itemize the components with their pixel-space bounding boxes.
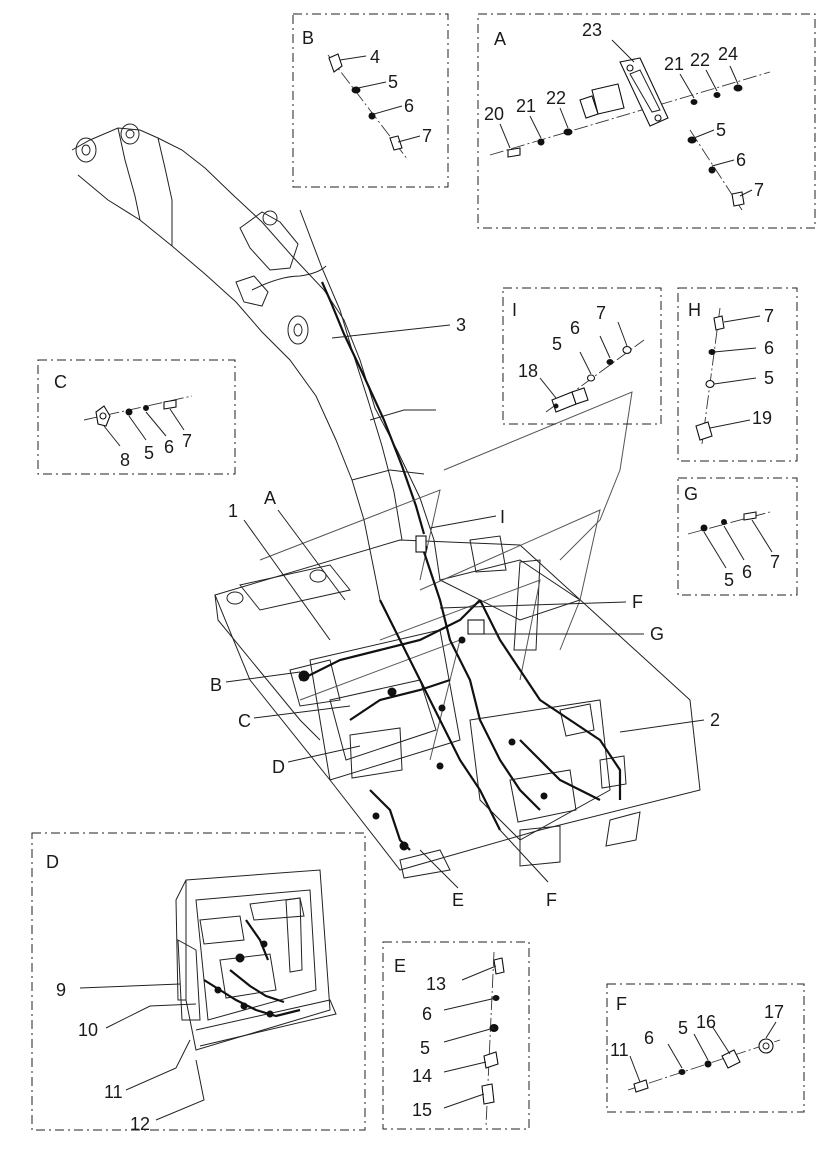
bolt-icon — [713, 315, 725, 331]
callout-D-11: 11 — [104, 1082, 123, 1102]
callout-B: B — [210, 675, 222, 695]
bolt-icon — [633, 1079, 649, 1093]
washer-icon — [143, 405, 149, 411]
callout-B-7: 7 — [422, 126, 432, 146]
detail-title-B: B — [302, 28, 314, 48]
callout-D-12: 12 — [130, 1114, 150, 1134]
callout-C-6: 6 — [164, 437, 174, 457]
callout-A-22-right: 22 — [690, 50, 710, 70]
callout-3: 3 — [456, 315, 466, 335]
detail-view-C: C 8 5 6 7 — [37, 359, 236, 475]
callout-D-10: 10 — [78, 1020, 98, 1040]
callout-I-5: 5 — [552, 334, 562, 354]
callout-C: C — [238, 711, 251, 731]
callout-E-15: 15 — [412, 1100, 432, 1120]
callout-H-5: 5 — [764, 368, 774, 388]
washer-icon — [125, 408, 133, 416]
detail-title-A: A — [494, 29, 506, 49]
callout-C-8: 8 — [120, 450, 130, 470]
callout-C-5: 5 — [144, 443, 154, 463]
clamp-icon — [483, 1051, 499, 1069]
detail-view-D: D 9 10 11 12 — [31, 832, 366, 1134]
bolt-icon — [731, 191, 745, 207]
bracket-icon — [328, 53, 343, 73]
callout-H-19: 19 — [752, 408, 772, 428]
callout-A-22-left: 22 — [546, 88, 566, 108]
detail-view-G: G 7 5 6 — [677, 477, 798, 596]
callout-A-21-right: 21 — [664, 54, 684, 74]
callout-F-5: 5 — [678, 1018, 688, 1038]
callout-A-7: 7 — [754, 180, 764, 200]
callout-F-lower: F — [546, 890, 557, 910]
callout-A-24: 24 — [718, 44, 738, 64]
callout-A-23: 23 — [582, 20, 602, 40]
callout-E-13: 13 — [426, 974, 446, 994]
clamp-icon — [695, 421, 713, 441]
connector-icon — [551, 391, 577, 413]
callout-I-7: 7 — [596, 303, 606, 323]
washer-icon — [368, 112, 376, 120]
bolt-icon — [743, 511, 757, 521]
callout-A-21-left: 21 — [516, 96, 536, 116]
callout-E-14: 14 — [412, 1066, 432, 1086]
callout-G: G — [650, 624, 664, 644]
callout-D-9: 9 — [56, 980, 66, 1000]
callout-E: E — [452, 890, 464, 910]
callout-B-5: 5 — [388, 72, 398, 92]
clamp-icon — [721, 1049, 741, 1069]
callout-C-7: 7 — [182, 431, 192, 451]
callout-A: A — [264, 488, 276, 508]
callout-E-6: 6 — [422, 1004, 432, 1024]
connector-icon — [481, 1083, 495, 1105]
callout-D: D — [272, 757, 285, 777]
detail-view-H: H 7 6 5 19 — [677, 287, 798, 462]
callout-A-20: 20 — [484, 104, 504, 124]
callout-A-6: 6 — [736, 150, 746, 170]
callout-H-7: 7 — [764, 306, 774, 326]
detail-title-E: E — [394, 956, 406, 976]
detail-title-H: H — [688, 300, 701, 320]
detail-view-A: A 23 21 22 24 20 21 22 5 6 — [477, 13, 816, 229]
callout-F-17: 17 — [764, 1002, 784, 1022]
connector-icon — [758, 1038, 774, 1054]
callout-2: 2 — [710, 710, 720, 730]
callout-F-16: 16 — [696, 1012, 716, 1032]
callout-E-5: 5 — [420, 1038, 430, 1058]
callout-G-5: 5 — [724, 570, 734, 590]
callout-I-18: 18 — [518, 361, 538, 381]
boom-drawing — [71, 123, 633, 601]
detail-view-F: F 17 11 6 5 16 — [606, 983, 805, 1113]
relay-icon — [591, 83, 625, 115]
callout-F-6: 6 — [644, 1028, 654, 1048]
callout-F-11: 11 — [610, 1040, 629, 1060]
detail-view-I: I 7 5 6 18 — [502, 287, 662, 425]
detail-title-G: G — [684, 484, 698, 504]
callout-H-6: 6 — [764, 338, 774, 358]
detail-title-F: F — [616, 994, 627, 1014]
callout-I: I — [500, 507, 505, 527]
callout-A-5: 5 — [716, 120, 726, 140]
callout-G-6: 6 — [742, 562, 752, 582]
callout-B-4: 4 — [370, 47, 380, 67]
detail-title-D: D — [46, 852, 59, 872]
callout-F-upper: F — [632, 592, 643, 612]
frame-drawing — [214, 489, 701, 879]
detail-view-E: E 13 6 5 14 15 — [382, 941, 530, 1130]
washer-icon — [351, 86, 361, 94]
bolt-icon — [163, 399, 177, 410]
detail-title-C: C — [54, 372, 67, 392]
detail-view-B: B 4 5 6 7 — [292, 13, 449, 188]
main-view-callouts: 3 1 A I F G B C D 2 E F — [210, 315, 720, 910]
callout-G-7: 7 — [770, 552, 780, 572]
bolt-icon — [389, 135, 403, 151]
callout-B-6: 6 — [404, 96, 414, 116]
callout-1: 1 — [228, 501, 238, 521]
detail-title-I: I — [512, 300, 517, 320]
bracket-icon — [619, 57, 669, 127]
callout-I-6: 6 — [570, 318, 580, 338]
bolt-icon — [507, 147, 521, 158]
bolt-icon — [493, 957, 505, 975]
